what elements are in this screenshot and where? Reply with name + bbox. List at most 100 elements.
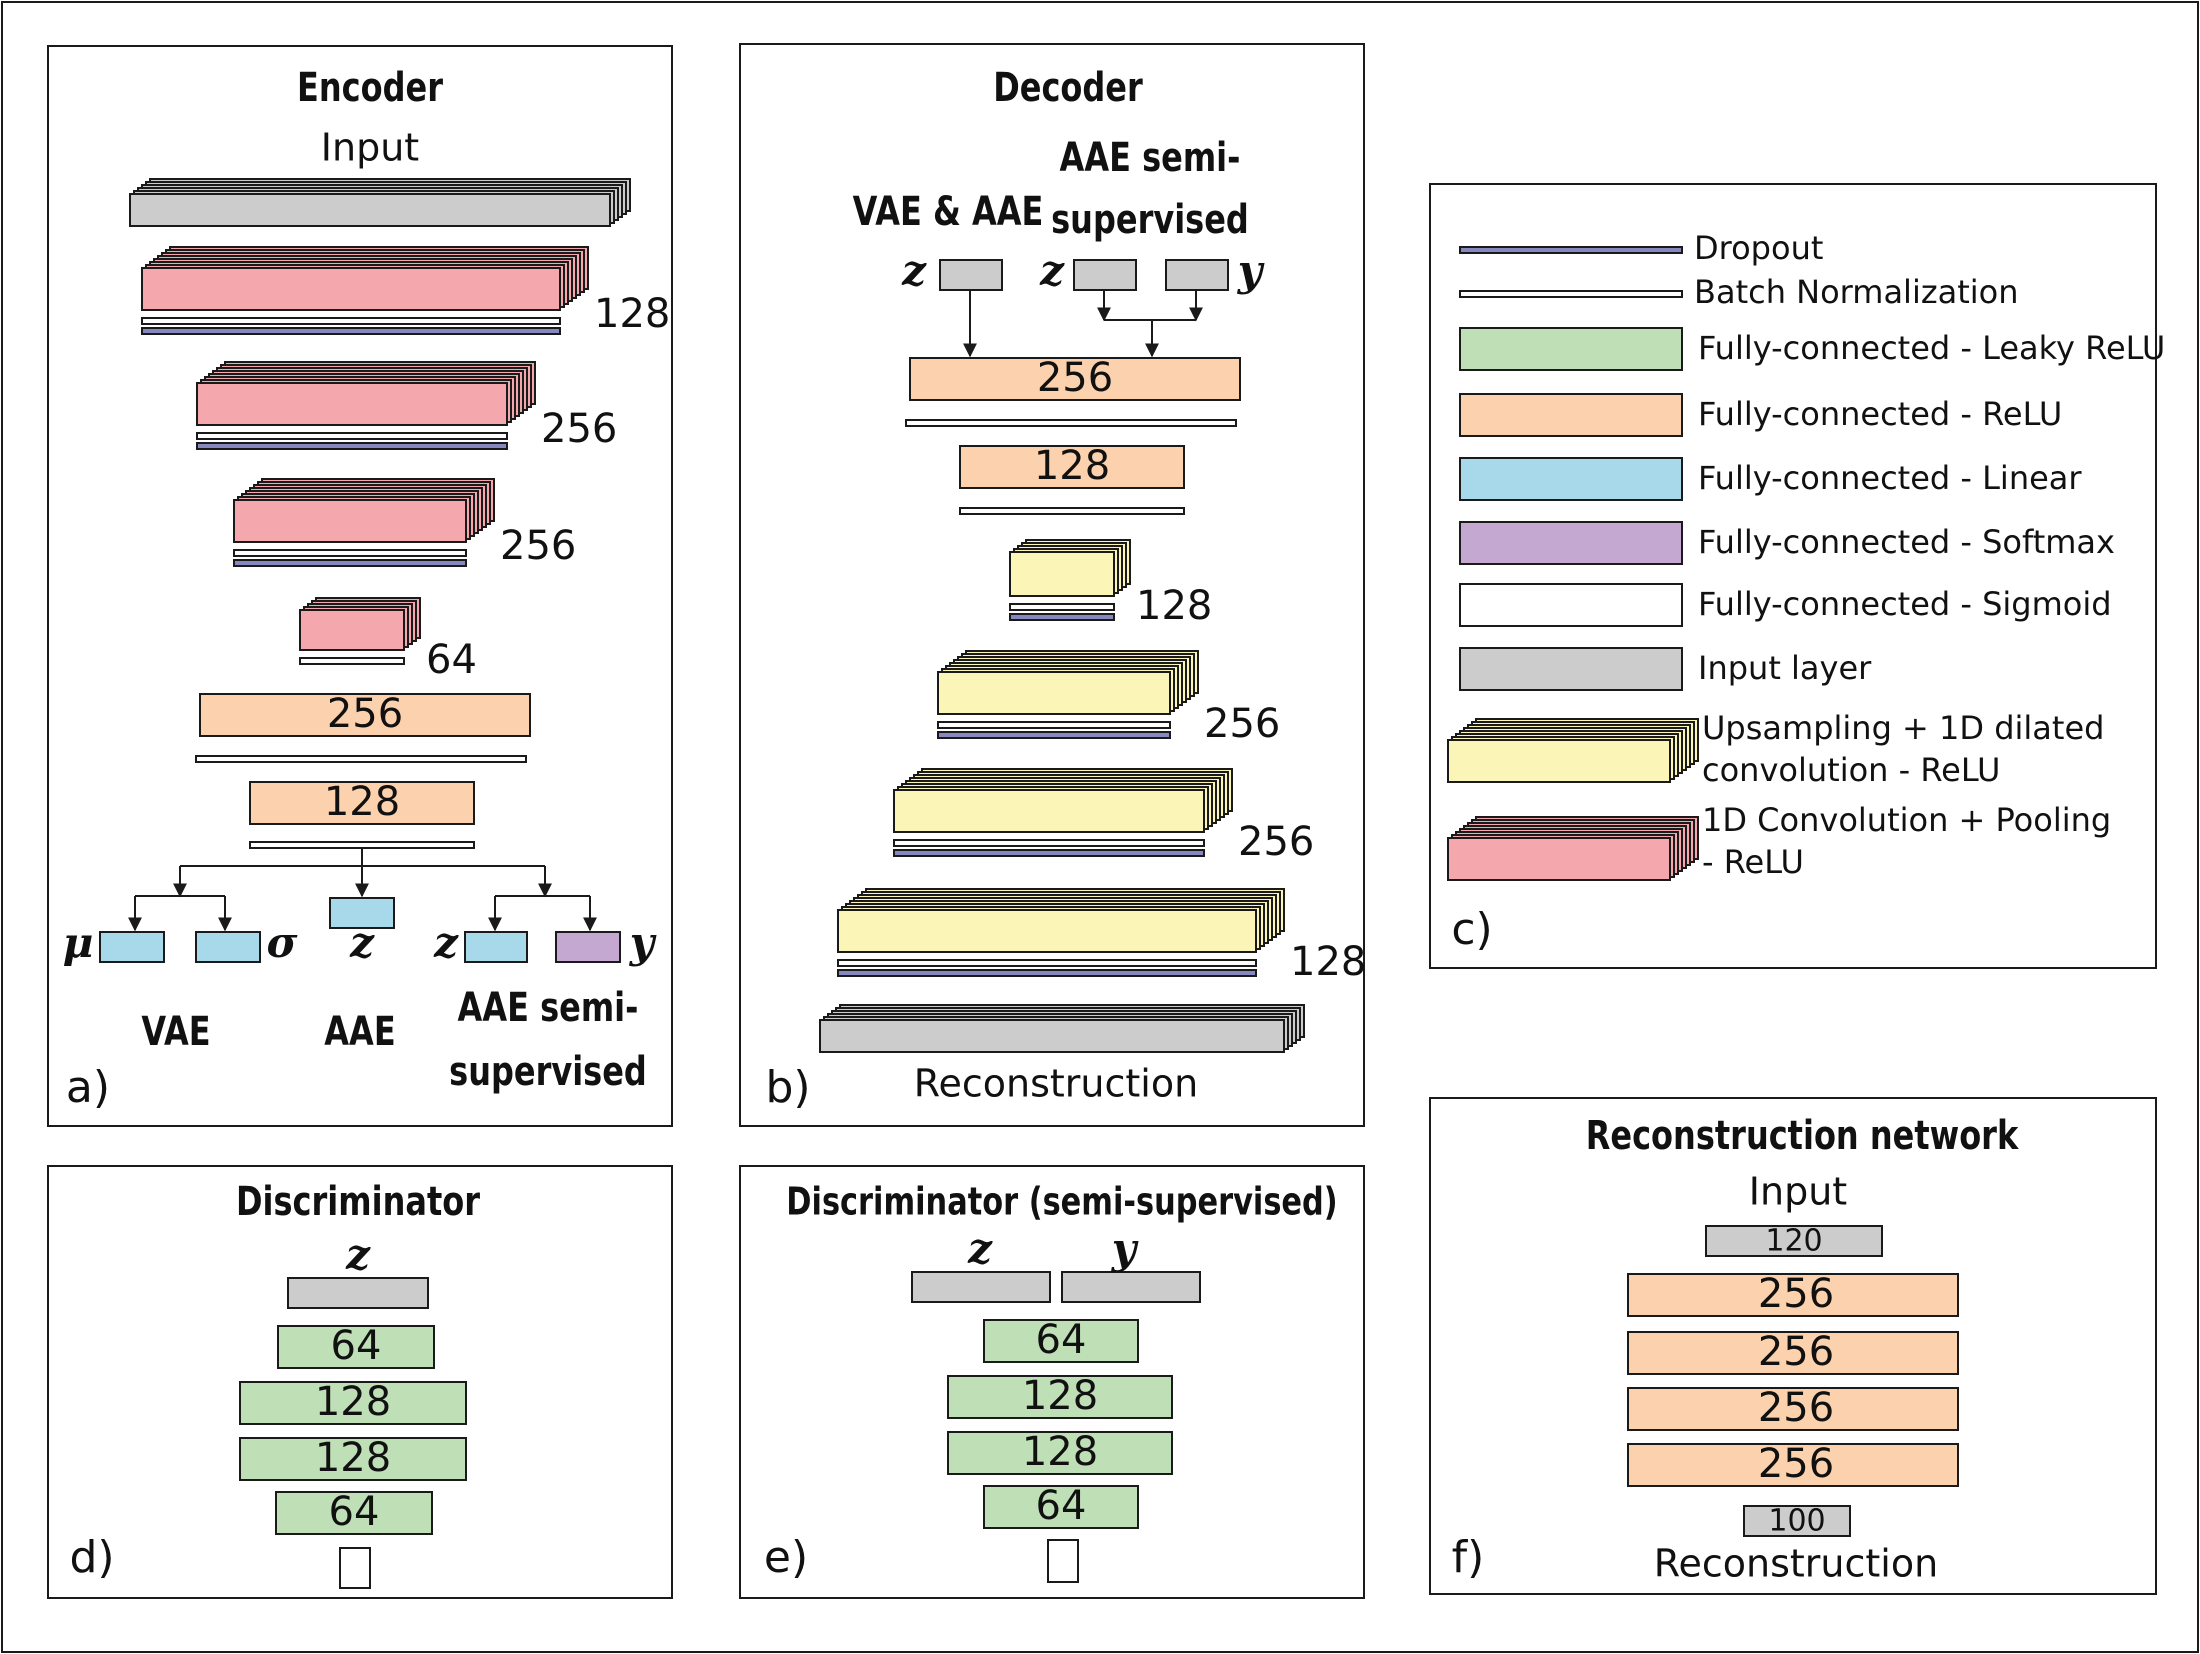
- discriminator-semi-fc-layer: [983, 1485, 1139, 1529]
- batchnorm-layer: [233, 549, 467, 557]
- legend-fc-relu-label: Fully-connected - ReLU: [1698, 395, 2062, 433]
- batchnorm-layer: [195, 755, 527, 763]
- decoder-fc-size: 128: [1034, 443, 1110, 489]
- decoder-upsampling-layer: [893, 789, 1205, 833]
- batchnorm-layer: [893, 839, 1205, 847]
- reconstruction-fc-layer: [1627, 1273, 1959, 1317]
- encoder-fc-size: 128: [324, 779, 400, 825]
- encoder-conv-size: 128: [594, 291, 670, 337]
- legend-input-layer-swatch: [1459, 647, 1683, 691]
- discriminator-semi-y-input: [1061, 1271, 1201, 1303]
- batchnorm-layer: [249, 841, 475, 849]
- z-symbol: z: [901, 246, 927, 295]
- legend-fc-linear-swatch: [1459, 457, 1683, 501]
- decoder-upsampling-layer: [837, 909, 1257, 953]
- legend-fc-leaky-label: Fully-connected - Leaky ReLU: [1698, 329, 2165, 367]
- legend-fc-relu-swatch: [1459, 393, 1683, 437]
- panel-label-b: b): [765, 1062, 810, 1113]
- decoder-semi-label: supervised: [1051, 195, 1249, 242]
- encoder-input-label: Input: [321, 126, 419, 170]
- encoder-panel: [47, 45, 673, 1127]
- batchnorm-layer: [196, 432, 508, 440]
- reconstruction-fc-layer: [1627, 1443, 1959, 1487]
- encoder-conv-size: 64: [426, 637, 477, 683]
- aae-semi-label: AAE semi-: [458, 983, 639, 1030]
- discriminator-semi-panel: [739, 1165, 1365, 1599]
- decoder-up-size: 128: [1290, 939, 1366, 985]
- panel-label-a: a): [66, 1062, 110, 1113]
- decoder-semi-z-input: [1073, 259, 1137, 291]
- discriminator-semi-z-input: [911, 1271, 1051, 1303]
- decoder-up-size: 128: [1136, 583, 1212, 629]
- encoder-fc-layer: [249, 781, 475, 825]
- discriminator-size: 64: [331, 1323, 382, 1369]
- y-symbol: y: [1111, 1224, 1139, 1273]
- discriminator-fc-layer: [239, 1437, 467, 1481]
- encoder-conv-size: 256: [500, 523, 576, 569]
- panel-label-f: f): [1452, 1532, 1485, 1583]
- discriminator-size: 128: [315, 1435, 391, 1481]
- encoder-conv-layer: [299, 609, 405, 651]
- encoder-conv-layer: [141, 267, 561, 311]
- reconstruction-fc-size: 256: [1758, 1271, 1834, 1317]
- reconstruction-title: Reconstruction network: [1586, 1111, 2019, 1158]
- discriminator-size: 64: [329, 1489, 380, 1535]
- decoder-up-size: 256: [1238, 819, 1314, 865]
- discriminator-semi-size: 64: [1036, 1317, 1087, 1363]
- decoder-panel: [739, 43, 1365, 1127]
- batchnorm-layer: [959, 507, 1185, 515]
- reconstruction-output-size: 100: [1768, 1504, 1825, 1539]
- legend-conv-label: 1D Convolution + Pooling: [1702, 801, 2111, 839]
- decoder-fc-size: 256: [1037, 355, 1113, 401]
- encoder-fc-layer: [199, 693, 531, 737]
- z-symbol: z: [349, 918, 375, 967]
- legend-fc-softmax-swatch: [1459, 521, 1683, 565]
- discriminator-output: [339, 1547, 371, 1589]
- reconstruction-fc-size: 256: [1758, 1441, 1834, 1487]
- discriminator-semi-title: Discriminator (semi-supervised): [786, 1180, 1337, 1224]
- discriminator-size: 128: [315, 1379, 391, 1425]
- discriminator-semi-output: [1047, 1539, 1079, 1583]
- batchnorm-layer: [141, 317, 561, 325]
- legend-upsampling-swatch: [1447, 739, 1671, 783]
- legend-conv-swatch: [1447, 837, 1671, 881]
- mu-symbol: μ: [63, 918, 94, 967]
- y-symbol: y: [629, 918, 657, 967]
- dropout-layer: [141, 327, 561, 335]
- encoder-mu-layer: [99, 931, 165, 963]
- decoder-semi-label: AAE semi-: [1060, 133, 1241, 180]
- decoder-upsampling-layer: [1009, 551, 1115, 597]
- z-symbol: z: [967, 1224, 993, 1273]
- dropout-layer: [196, 442, 508, 450]
- decoder-semi-y-input: [1165, 259, 1229, 291]
- z-symbol: z: [433, 918, 459, 967]
- panel-label-d: d): [69, 1532, 114, 1583]
- legend-conv-label: - ReLU: [1702, 843, 1804, 881]
- reconstruction-input-size: 120: [1765, 1224, 1822, 1259]
- legend-fc-softmax-label: Fully-connected - Softmax: [1698, 523, 2115, 561]
- legend-fc-sigmoid-label: Fully-connected - Sigmoid: [1698, 585, 2112, 623]
- decoder-output-layer: [819, 1019, 1285, 1053]
- discriminator-semi-fc-layer: [983, 1319, 1139, 1363]
- encoder-z-layer: [329, 897, 395, 929]
- panel-label-e: e): [764, 1532, 808, 1583]
- decoder-upsampling-layer: [937, 671, 1171, 715]
- discriminator-semi-size: 128: [1022, 1429, 1098, 1475]
- decoder-z-input: [939, 259, 1003, 291]
- batchnorm-layer: [837, 959, 1257, 967]
- discriminator-fc-layer: [239, 1381, 467, 1425]
- discriminator-panel: [47, 1165, 673, 1599]
- legend-input-layer-label: Input layer: [1698, 649, 1872, 687]
- legend-dropout-label: Dropout: [1694, 229, 1823, 267]
- vae-label: VAE: [141, 1007, 210, 1054]
- encoder-title: Encoder: [297, 63, 443, 110]
- discriminator-title: Discriminator: [236, 1177, 480, 1224]
- y-symbol: y: [1237, 246, 1265, 295]
- reconstruction-fc-size: 256: [1758, 1329, 1834, 1375]
- encoder-input-layer: [129, 193, 611, 227]
- decoder-fc-layer: [909, 357, 1241, 401]
- decoder-fc-layer: [959, 445, 1185, 489]
